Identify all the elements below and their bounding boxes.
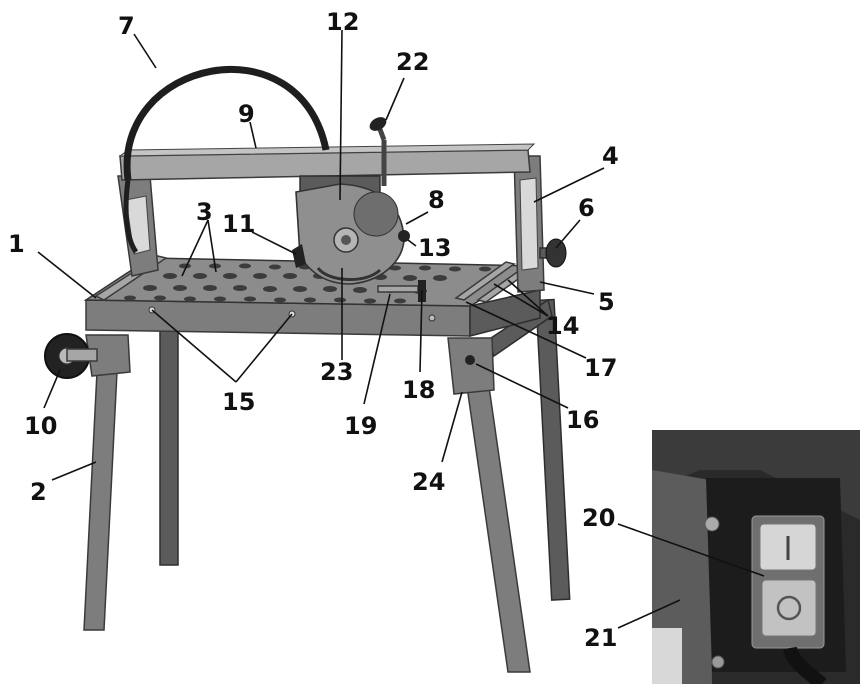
hose-lower bbox=[123, 179, 139, 254]
angle-guide-19 bbox=[377, 285, 419, 293]
callout-24: 24 bbox=[412, 468, 445, 496]
callout-6: 6 bbox=[578, 194, 595, 222]
callout-16: 16 bbox=[566, 406, 599, 434]
left-hinge-bracket bbox=[85, 334, 131, 377]
guard-lock-knob bbox=[398, 230, 410, 242]
leader-lines bbox=[37, 29, 765, 629]
callout-18: 18 bbox=[402, 376, 435, 404]
rear-left-leg bbox=[159, 324, 179, 566]
diamond-blade bbox=[316, 266, 382, 282]
callout-5: 5 bbox=[598, 288, 615, 316]
switch-inset bbox=[652, 430, 860, 684]
front-right-leg bbox=[461, 351, 531, 673]
water-hose bbox=[123, 66, 330, 181]
callout-10: 10 bbox=[24, 412, 57, 440]
hinge-bolt bbox=[465, 355, 475, 365]
right-hinge-bracket bbox=[447, 337, 495, 395]
callout-23: 23 bbox=[320, 358, 353, 386]
callout-labels: 1 2 3 4 5 6 7 8 9 10 11 12 13 14 15 16 1… bbox=[8, 8, 619, 652]
front-left-leg bbox=[83, 351, 119, 631]
switch-box-screw-bottom bbox=[711, 655, 725, 669]
callout-22: 22 bbox=[396, 48, 429, 76]
tilt-knob bbox=[545, 238, 567, 268]
frame-screw-far bbox=[428, 314, 436, 322]
inset-background bbox=[652, 430, 860, 520]
motor-housing bbox=[353, 191, 399, 237]
callout-11: 11 bbox=[222, 210, 255, 238]
pcb-corner bbox=[652, 628, 682, 684]
callout-1: 1 bbox=[8, 230, 25, 258]
callout-4: 4 bbox=[602, 142, 619, 170]
callout-20: 20 bbox=[582, 504, 615, 532]
arbor-nut bbox=[341, 235, 351, 245]
callout-2: 2 bbox=[30, 478, 47, 506]
callout-17: 17 bbox=[584, 354, 617, 382]
callout-19: 19 bbox=[344, 412, 377, 440]
callout-3: 3 bbox=[196, 198, 213, 226]
switch-box-screw-top bbox=[704, 516, 720, 532]
tile-saw-illustration bbox=[44, 66, 571, 673]
rear-right-leg bbox=[535, 298, 571, 601]
callout-7: 7 bbox=[118, 12, 135, 40]
power-cord bbox=[783, 646, 827, 684]
side-fence-1 bbox=[454, 261, 516, 301]
callout-15: 15 bbox=[222, 388, 255, 416]
callout-8: 8 bbox=[428, 186, 445, 214]
callout-14: 14 bbox=[546, 312, 579, 340]
handle-grip bbox=[369, 117, 387, 131]
callout-12: 12 bbox=[326, 8, 359, 36]
right-support-truss bbox=[519, 177, 539, 271]
callout-13: 13 bbox=[418, 234, 451, 262]
water-nozzle bbox=[292, 244, 306, 268]
wheel-axle bbox=[66, 348, 98, 362]
off-symbol bbox=[776, 595, 802, 621]
off-button bbox=[761, 579, 817, 637]
callout-21: 21 bbox=[584, 624, 617, 652]
callout-9: 9 bbox=[238, 100, 255, 128]
